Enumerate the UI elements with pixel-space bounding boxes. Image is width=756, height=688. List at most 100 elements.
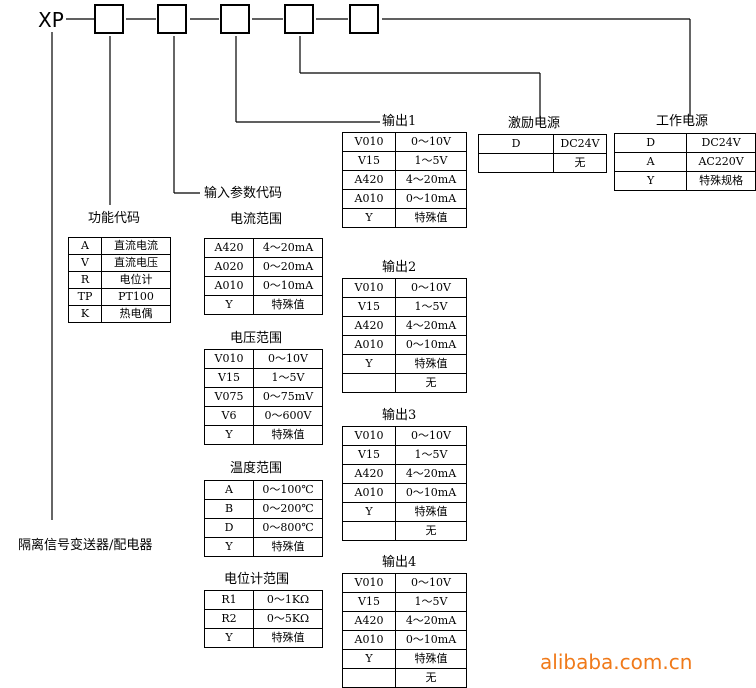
potentiometer-code-cell: R1 [204,590,254,610]
excitation-title: 激励电源 [508,116,561,131]
out2-value-cell: 无 [395,373,467,393]
power-value-cell: 特殊规格 [686,171,756,191]
func-code-cell: K [68,305,102,323]
voltage-value-cell: 1～5V [253,368,323,388]
out4-code-cell: Y [342,649,396,669]
current-code-cell: A010 [204,276,254,296]
voltage-value-cell: 0～75mV [253,387,323,407]
temperature-value-cell: 特殊值 [253,537,323,557]
current-value-cell: 特殊值 [253,295,323,315]
current-title: 电流范围 [230,212,283,227]
temperature-code-cell: A [204,480,254,500]
out3-code-cell: Y [342,502,396,522]
potentiometer-code-cell: R2 [204,609,254,629]
out2-value-cell: 特殊值 [395,354,467,374]
temperature-value-cell: 0～800℃ [253,518,323,538]
current-code-cell: A020 [204,257,254,277]
out1-value-cell: 1～5V [395,151,467,171]
out4-value-cell: 1～5V [395,592,467,612]
out3-value-cell: 无 [395,521,467,541]
out1-value-cell: 4～20mA [395,170,467,190]
out2-row: 无 [342,373,467,393]
out3-code-cell: A420 [342,464,396,484]
current-value-cell: 0～20mA [253,257,323,277]
func-value-cell: 电位计 [101,271,171,289]
out1-title: 输出1 [382,114,417,129]
out2-value-cell: 0～10mA [395,335,467,355]
out1-code-cell: Y [342,208,396,228]
potentiometer-value-cell: 0～5KΩ [253,609,323,629]
out3-code-cell [342,521,396,541]
out4-value-cell: 0～10V [395,573,467,593]
potentiometer-code-cell: Y [204,628,254,648]
input-param-title: 输入参数代码 [204,186,283,201]
out2-code-cell: Y [342,354,396,374]
out4-code-cell: A420 [342,611,396,631]
power-value-cell: DC24V [686,133,756,153]
func-value-cell: 直流电流 [101,237,171,255]
out2-code-cell [342,373,396,393]
out1-code-cell: V15 [342,151,396,171]
code-box-input [157,4,187,34]
func-value-cell: 热电偶 [101,305,171,323]
out4-code-cell: V010 [342,573,396,593]
power-value-cell: AC220V [686,152,756,172]
func-value-cell: PT100 [101,288,171,306]
power-title: 工作电源 [656,114,709,129]
current-value-cell: 0～10mA [253,276,323,296]
out3-value-cell: 1～5V [395,445,467,465]
out2-value-cell: 4～20mA [395,316,467,336]
out2-value-cell: 1～5V [395,297,467,317]
code-box-output [220,4,250,34]
temperature-code-cell: Y [204,537,254,557]
out3-row: 无 [342,521,467,541]
temperature-code-cell: B [204,499,254,519]
out3-code-cell: V15 [342,445,396,465]
out4-code-cell: V15 [342,592,396,612]
out4-value-cell: 0～10mA [395,630,467,650]
out3-value-cell: 0～10mA [395,483,467,503]
out4-value-cell: 特殊值 [395,649,467,669]
temperature-title: 温度范围 [230,461,283,476]
code-box-power [349,4,379,34]
out1-code-cell: A420 [342,170,396,190]
temperature-value-cell: 0～100℃ [253,480,323,500]
out4-code-cell [342,668,396,688]
out2-code-cell: V010 [342,278,396,298]
power-code-cell: D [613,133,688,153]
out3-code-cell: V010 [342,426,396,446]
voltage-code-cell: V075 [204,387,254,407]
out3-title: 输出3 [382,408,417,423]
